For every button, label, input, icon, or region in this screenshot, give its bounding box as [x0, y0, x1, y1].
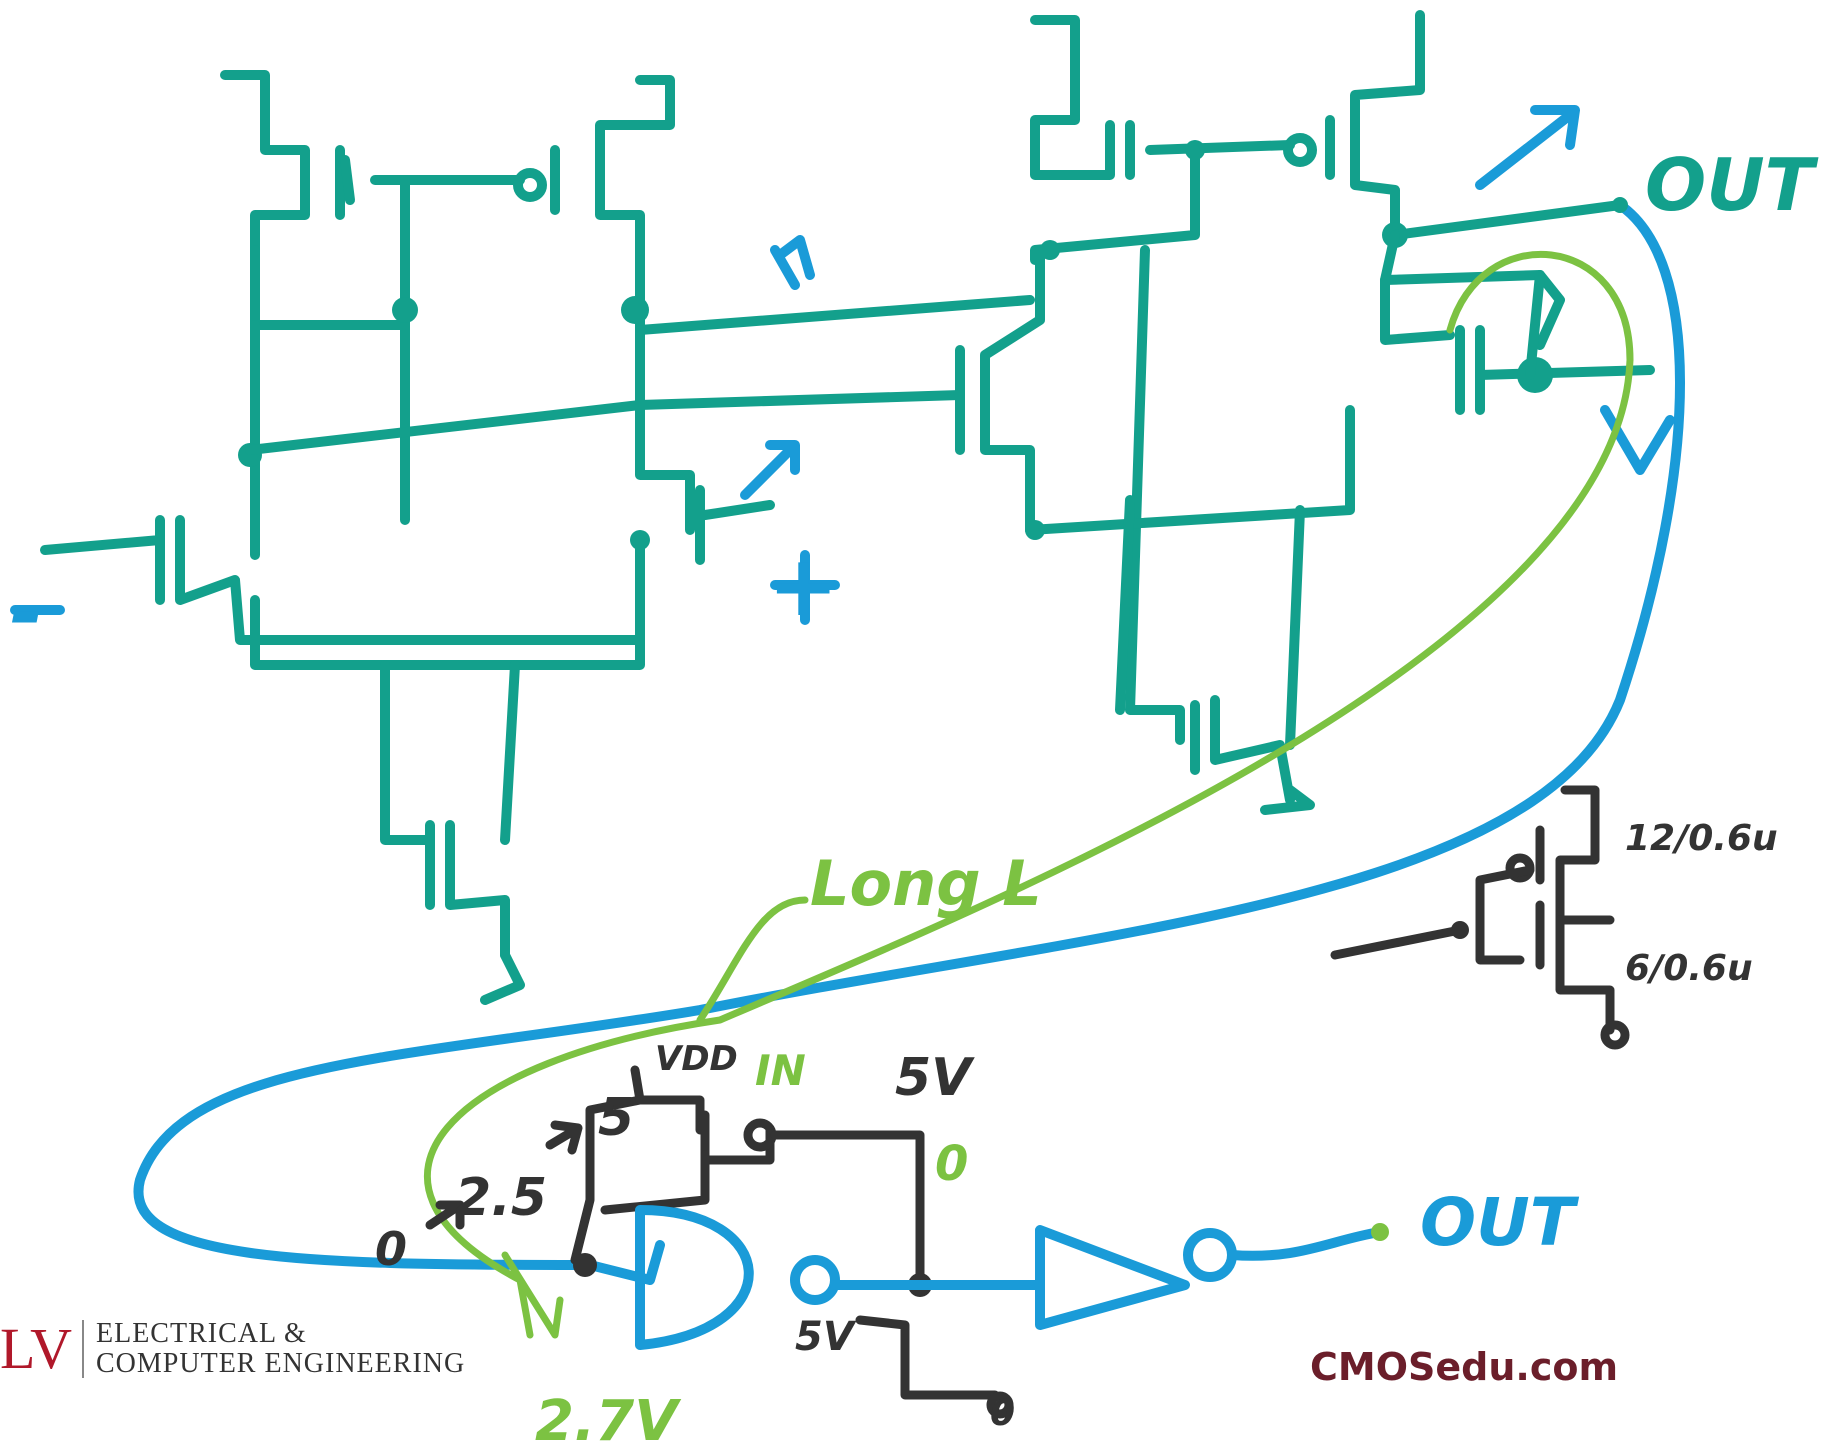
diff-amp-circuit: [40, 70, 1035, 1005]
inverter-body: [1035, 1225, 1190, 1330]
long-l-annotation: [423, 250, 1634, 1339]
gate-sketch: [425, 785, 1630, 1419]
second-stage-circuit: [955, 10, 1655, 815]
handwritten-labels: - + OUT OUT Long L IN VDD 5V 0 5 2.5 0 5…: [10, 143, 1819, 1454]
university-logo: LV ELECTRICAL & COMPUTER ENGINEERING: [0, 1318, 465, 1380]
zero-left-label: 0: [375, 1222, 407, 1276]
out-top-label: OUT: [1645, 143, 1819, 227]
vdd-label: VDD: [655, 1039, 738, 1079]
zero-bottom-label: 0: [990, 1393, 1015, 1434]
signal-trace: [10, 105, 1685, 1285]
minus-label: -: [10, 566, 43, 659]
nmos-size-label: 6/0.6u: [1625, 948, 1753, 989]
in-label: IN: [755, 1046, 806, 1095]
nand-gate-body: [635, 1205, 754, 1350]
five-v-bottom-label: 5V: [795, 1314, 857, 1360]
five-v-top-label: 5V: [895, 1048, 975, 1108]
pmos-size-label: 12/0.6u: [1625, 818, 1778, 859]
site-url: CMOSedu.com: [1310, 1345, 1619, 1389]
nand-bubble: [790, 1255, 840, 1305]
logic-gates: [635, 1205, 1389, 1350]
long-l-label: Long L: [810, 847, 1042, 920]
two-seven-v-label: 2.7V: [535, 1389, 682, 1454]
five-tick-label: 5: [598, 1088, 634, 1148]
zero-right-label: 0: [935, 1136, 968, 1192]
logo-divider: [82, 1320, 84, 1378]
out-bottom-label: OUT: [1420, 1184, 1580, 1261]
logo-mark: LV: [0, 1316, 72, 1381]
logo-line-1: ELECTRICAL &: [96, 1318, 307, 1349]
inverter-bubble: [1183, 1228, 1237, 1282]
two-five-label: 2.5: [455, 1168, 547, 1228]
logo-line-2: COMPUTER ENGINEERING: [96, 1348, 466, 1379]
plus-label: +: [768, 537, 838, 635]
logo-text: ELECTRICAL & COMPUTER ENGINEERING: [96, 1319, 465, 1379]
